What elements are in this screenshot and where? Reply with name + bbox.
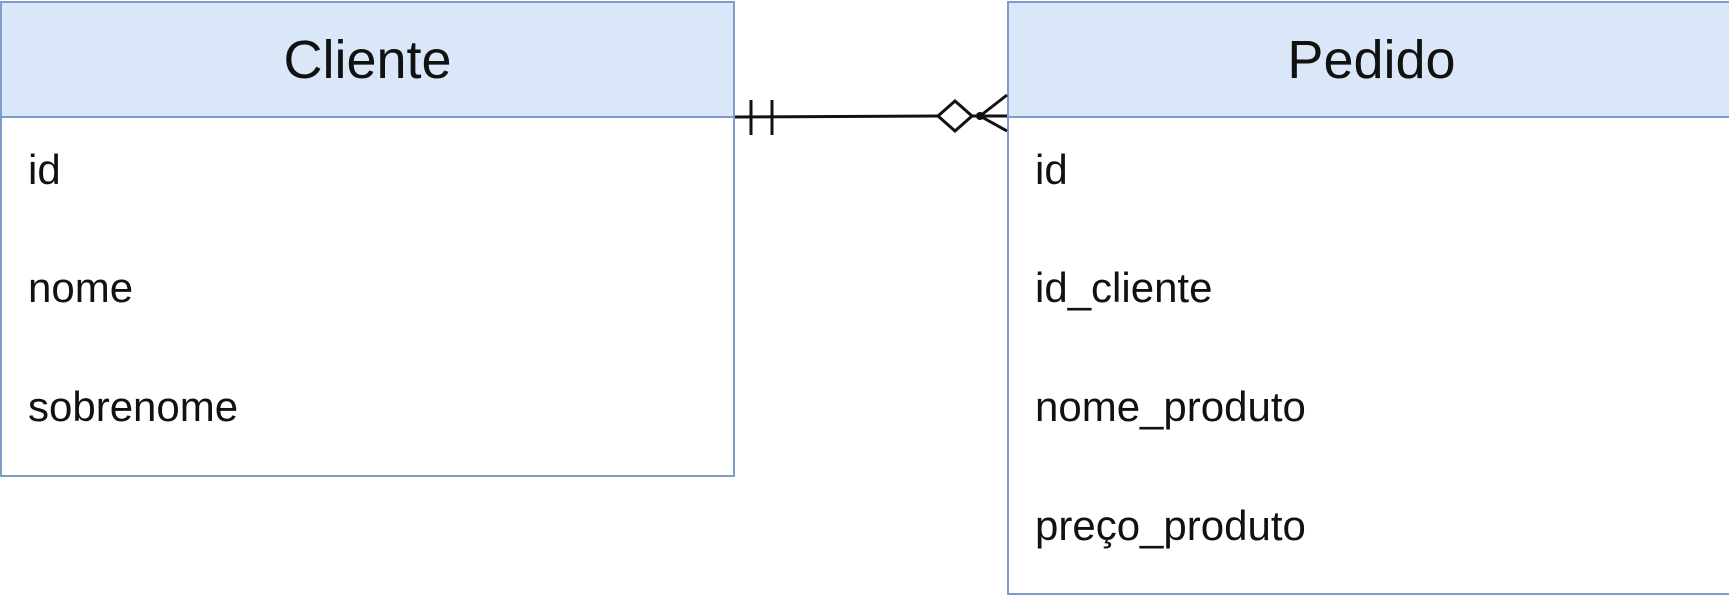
entity-cliente[interactable]: Cliente id nome sobrenome bbox=[0, 1, 735, 477]
entity-title: Cliente bbox=[2, 3, 733, 118]
attribute: id bbox=[28, 146, 61, 193]
attribute: id_cliente bbox=[1035, 264, 1213, 311]
relationship-line bbox=[734, 114, 939, 119]
attribute: nome bbox=[28, 264, 134, 311]
crow-foot-mark bbox=[979, 114, 1008, 133]
crow-foot-mark bbox=[979, 93, 1008, 118]
attribute: nome_produto bbox=[1035, 383, 1306, 430]
entity-title: Pedido bbox=[1009, 3, 1729, 118]
attribute: sobrenome bbox=[28, 383, 239, 430]
zero-circle-mark bbox=[935, 98, 975, 134]
entity-pedido[interactable]: Pedido id id_cliente nome_produto preço_… bbox=[1007, 1, 1729, 595]
attribute: preço_produto bbox=[1035, 502, 1306, 549]
attribute: id bbox=[1035, 146, 1068, 193]
